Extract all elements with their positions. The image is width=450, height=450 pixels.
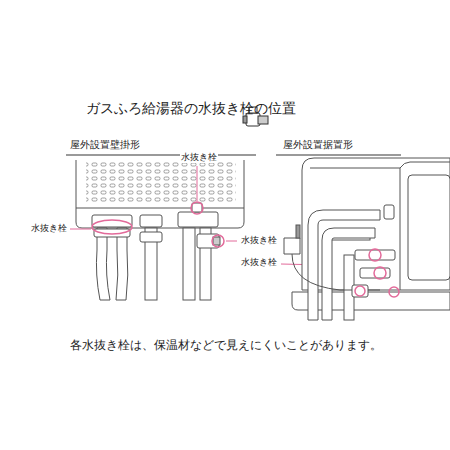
wall-pipes <box>94 228 220 300</box>
header-bar <box>276 154 401 156</box>
section-heading: 屋外設置壁掛形 <box>70 139 140 151</box>
drain-valve-marks <box>355 249 399 297</box>
floor-pipes <box>284 210 395 320</box>
section-heading: 屋外設置据置形 <box>283 139 353 151</box>
diagram-title: ガスふろ給湯器の水抜き栓の位置 <box>86 100 296 116</box>
wall-unit <box>76 160 244 228</box>
drain-valve-marks <box>92 202 224 247</box>
part-label: 水抜き栓 <box>240 236 278 246</box>
part-label: 水抜き栓 <box>30 224 68 234</box>
part-label: 水抜き栓 <box>240 258 278 268</box>
header-bar <box>66 154 256 156</box>
part-label: 水抜き栓 <box>180 153 218 163</box>
diagram-caption: 各水抜き栓は、保温材などで見えにくいことがあります。 <box>70 339 382 353</box>
